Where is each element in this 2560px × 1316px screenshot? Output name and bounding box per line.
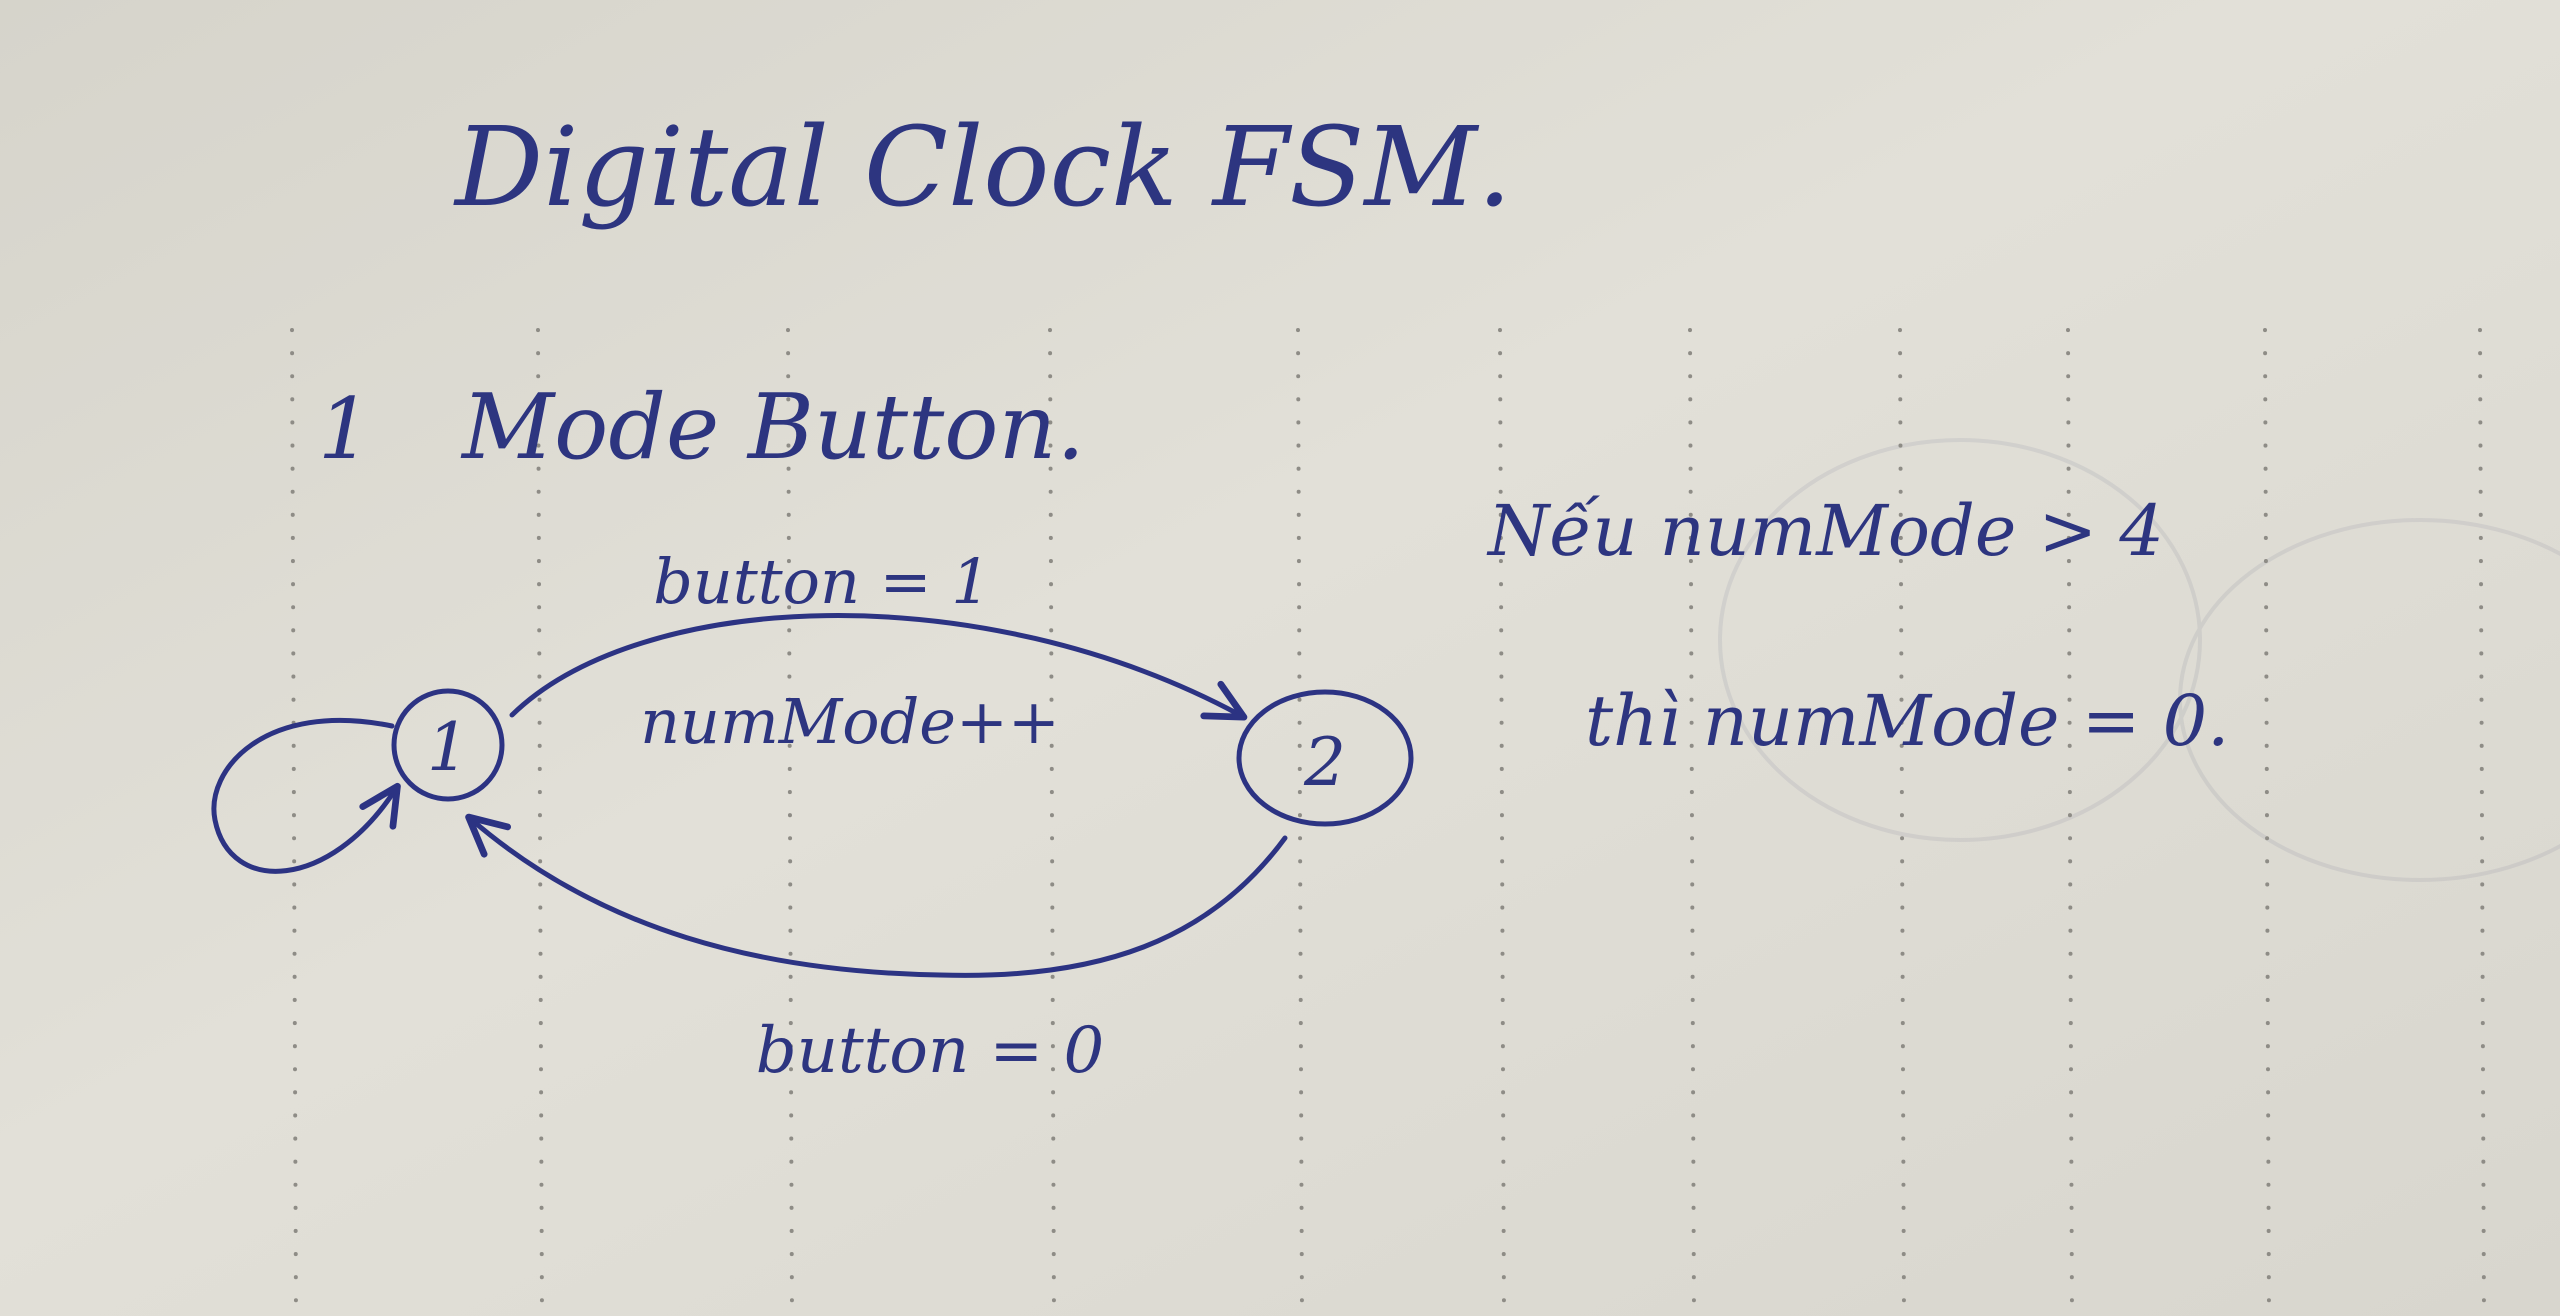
transition-2-to-1-arrow <box>465 813 1288 978</box>
note-line-1: Nếu numMode > 4 <box>1486 490 2164 572</box>
fsm-diagram: 1 2 button = 1 numMode++ button = 0 <box>211 545 1414 1088</box>
transition-1-to-2-condition: button = 1 <box>653 545 991 618</box>
note-line-2: thì numMode = 0. <box>1585 680 2229 762</box>
bleed-through-marks <box>1718 438 2560 882</box>
page-title: Digital Clock FSM. <box>453 103 1512 231</box>
state-1-circle <box>391 688 505 802</box>
section-number: 1 <box>318 380 371 478</box>
transition-1-to-2-arrow <box>509 613 1248 721</box>
state-2: 2 <box>1236 689 1414 827</box>
state-2-circle <box>1236 689 1414 827</box>
state-1: 1 <box>391 688 505 802</box>
self-loop-arrow <box>211 718 401 874</box>
transition-1-to-2-action: numMode++ <box>640 685 1060 758</box>
state-2-label: 2 <box>1303 724 1346 801</box>
transition-2-to-1-condition: button = 0 <box>756 1014 1104 1088</box>
state-1-label: 1 <box>427 709 469 786</box>
section-heading: Mode Button. <box>460 375 1085 480</box>
